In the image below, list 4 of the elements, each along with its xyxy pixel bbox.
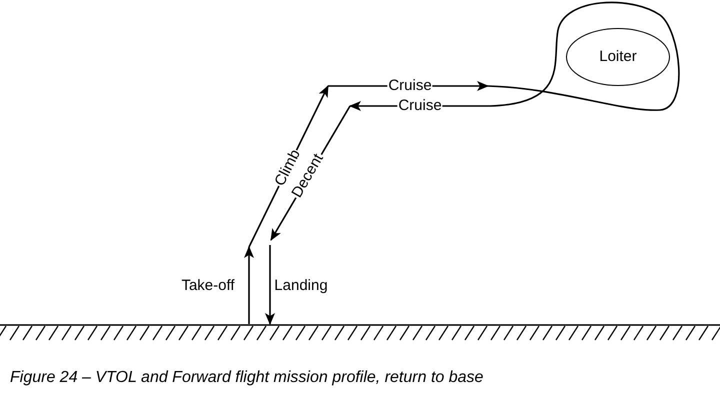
loiter-label: Loiter <box>599 46 637 67</box>
segment-label: Landing <box>273 278 329 294</box>
figure-caption: Figure 24 – VTOL and Forward flight mission profile, return to base <box>10 368 484 388</box>
loiter-ellipse <box>566 28 670 86</box>
